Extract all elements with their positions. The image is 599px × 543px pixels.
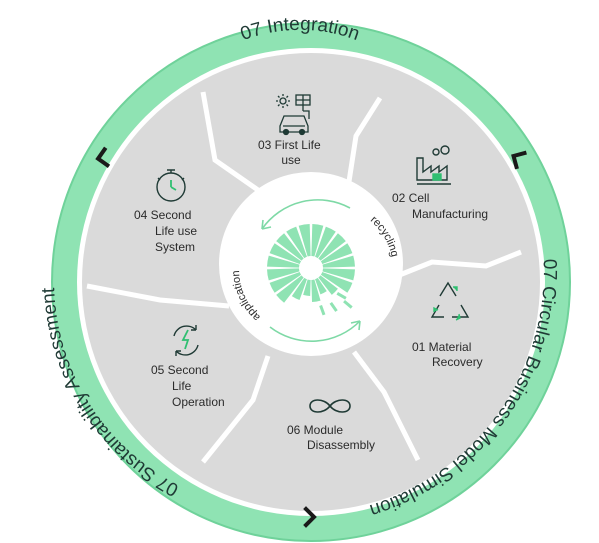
- segment-module-disassembly[interactable]: 06 Module Disassembly: [287, 399, 375, 452]
- factory-icon: [416, 145, 451, 185]
- segment-cell-manufacturing[interactable]: 02 Cell Manufacturing: [392, 145, 488, 221]
- divider-bottom-left: [201, 355, 271, 464]
- center-cell-fragment: [319, 304, 326, 316]
- center-cell: [322, 255, 355, 268]
- segment-label: 05 Second Life Operation: [151, 363, 225, 409]
- center-cell: [276, 233, 304, 261]
- battery-cycle-icon: [173, 325, 199, 356]
- center-cell: [269, 243, 302, 264]
- center-cell: [269, 272, 302, 293]
- center-cells-graphic: [267, 224, 355, 316]
- center-cell-fragment: [329, 302, 338, 312]
- segment-first-life-use[interactable]: 03 First Life use: [258, 94, 324, 167]
- center-arrowhead-top: [261, 219, 272, 230]
- center-cell: [315, 226, 336, 259]
- chevron-left-top-icon: [95, 146, 111, 168]
- chevron-bottom-icon: [303, 506, 317, 528]
- segment-dividers: [86, 91, 522, 464]
- center-cell: [311, 279, 321, 302]
- car-solar-icon: [276, 94, 311, 136]
- center-cell: [320, 243, 353, 264]
- center-disk: [219, 172, 403, 356]
- center-cell: [303, 279, 311, 296]
- stopwatch-icon: [156, 169, 186, 202]
- segment-material-recovery[interactable]: 01 Material Recovery: [412, 281, 483, 369]
- center-arc-top: [261, 199, 351, 230]
- segment-second-life-use-system[interactable]: 04 Second Life use System: [134, 169, 200, 254]
- segment-label: 06 Module Disassembly: [287, 423, 375, 452]
- center-cell: [322, 268, 355, 281]
- segment-label: 02 Cell Manufacturing: [392, 191, 488, 221]
- center-cell: [318, 275, 338, 295]
- center-arrowhead-bottom: [350, 320, 361, 331]
- divider-top-left: [200, 91, 260, 193]
- divider-right: [391, 249, 522, 281]
- recycle-icon: [430, 281, 470, 321]
- center-cell: [267, 255, 300, 268]
- center-cell-fragment: [336, 292, 347, 300]
- chevron-right-top-icon: [511, 150, 527, 170]
- center-cell: [291, 277, 307, 301]
- center-cell-fragment: [343, 299, 353, 309]
- center-cell: [298, 224, 311, 257]
- segment-label: 04 Second Life use System: [134, 208, 200, 254]
- center-cell: [276, 275, 304, 303]
- center-cell: [311, 224, 324, 257]
- divider-left: [86, 283, 230, 309]
- segment-second-life-operation[interactable]: 05 Second Life Operation: [151, 325, 225, 409]
- center-cell: [320, 272, 353, 293]
- segment-label: 01 Material Recovery: [412, 340, 483, 369]
- divider-top-right: [345, 96, 383, 189]
- center-arc-bottom: [269, 320, 361, 343]
- center-cell: [286, 226, 307, 259]
- infinity-icon: [309, 399, 351, 413]
- segment-label: 03 First Life use: [258, 138, 324, 167]
- center-cell: [318, 233, 346, 261]
- center-cycle-arrows: [261, 199, 361, 343]
- center-cell: [267, 268, 300, 281]
- center-cell: [315, 277, 327, 295]
- divider-bottom-right: [352, 350, 421, 462]
